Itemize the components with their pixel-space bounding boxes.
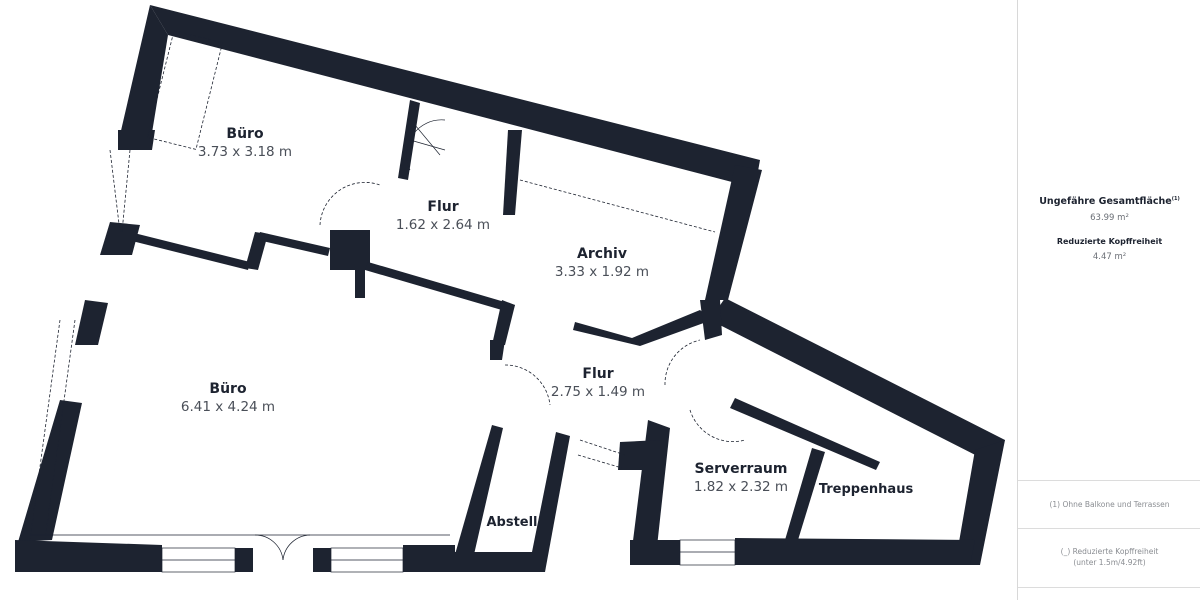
room-name: Treppenhaus xyxy=(818,482,914,497)
room-dimensions: 2.75 x 1.49 m xyxy=(550,384,646,400)
room-dimensions: 6.41 x 4.24 m xyxy=(180,399,276,415)
divider xyxy=(1018,528,1200,529)
room-name: Archiv xyxy=(577,246,627,262)
room-flur-lower: Flur 2.75 x 1.49 m xyxy=(551,365,645,401)
room-name: Abstell xyxy=(486,515,538,530)
reduced-headroom-value: 4.47 m² xyxy=(1092,252,1127,263)
divider xyxy=(1018,587,1200,588)
total-area-value: 63.99 m² xyxy=(1090,213,1129,224)
total-area-label: Ungefähre Gesamtfläche(1) xyxy=(1039,196,1180,208)
note-reduced-headroom: (_) Reduzierte Kopffreiheit (unter 1.5m/… xyxy=(1060,547,1159,567)
floor-plan-walls xyxy=(15,5,1005,573)
note-balconies: (1) Ohne Balkone und Terrassen xyxy=(1049,500,1170,509)
room-name: Büro xyxy=(226,126,264,142)
area-summary: Ungefähre Gesamtfläche(1) 63.99 m² Reduz… xyxy=(1018,196,1200,262)
room-name: Flur xyxy=(582,366,614,382)
reduced-headroom-label: Reduzierte Kopffreiheit xyxy=(1056,237,1163,247)
room-name: Serverraum xyxy=(694,461,788,477)
floor-plan: Büro 3.73 x 3.18 m Flur 1.62 x 2.64 m Ar… xyxy=(15,5,1005,573)
room-flur-upper: Flur 1.62 x 2.64 m xyxy=(396,198,490,234)
room-treppenhaus: Treppenhaus xyxy=(819,481,913,499)
room-dimensions: 1.62 x 2.64 m xyxy=(395,217,491,233)
room-serverraum: Serverraum 1.82 x 2.32 m xyxy=(694,460,788,496)
legend-panel: Ungefähre Gesamtfläche(1) 63.99 m² Reduz… xyxy=(1017,0,1200,600)
room-dimensions: 3.73 x 3.18 m xyxy=(197,144,293,160)
room-name: Büro xyxy=(209,381,247,397)
room-buero-large: Büro 6.41 x 4.24 m xyxy=(181,380,275,416)
room-buero-small: Büro 3.73 x 3.18 m xyxy=(198,125,292,161)
room-archiv: Archiv 3.33 x 1.92 m xyxy=(555,245,649,281)
room-dimensions: 1.82 x 2.32 m xyxy=(693,479,789,495)
room-dimensions: 3.33 x 1.92 m xyxy=(554,264,650,280)
divider xyxy=(1018,480,1200,481)
room-name: Flur xyxy=(427,199,459,215)
room-abstell: Abstell xyxy=(486,514,537,532)
